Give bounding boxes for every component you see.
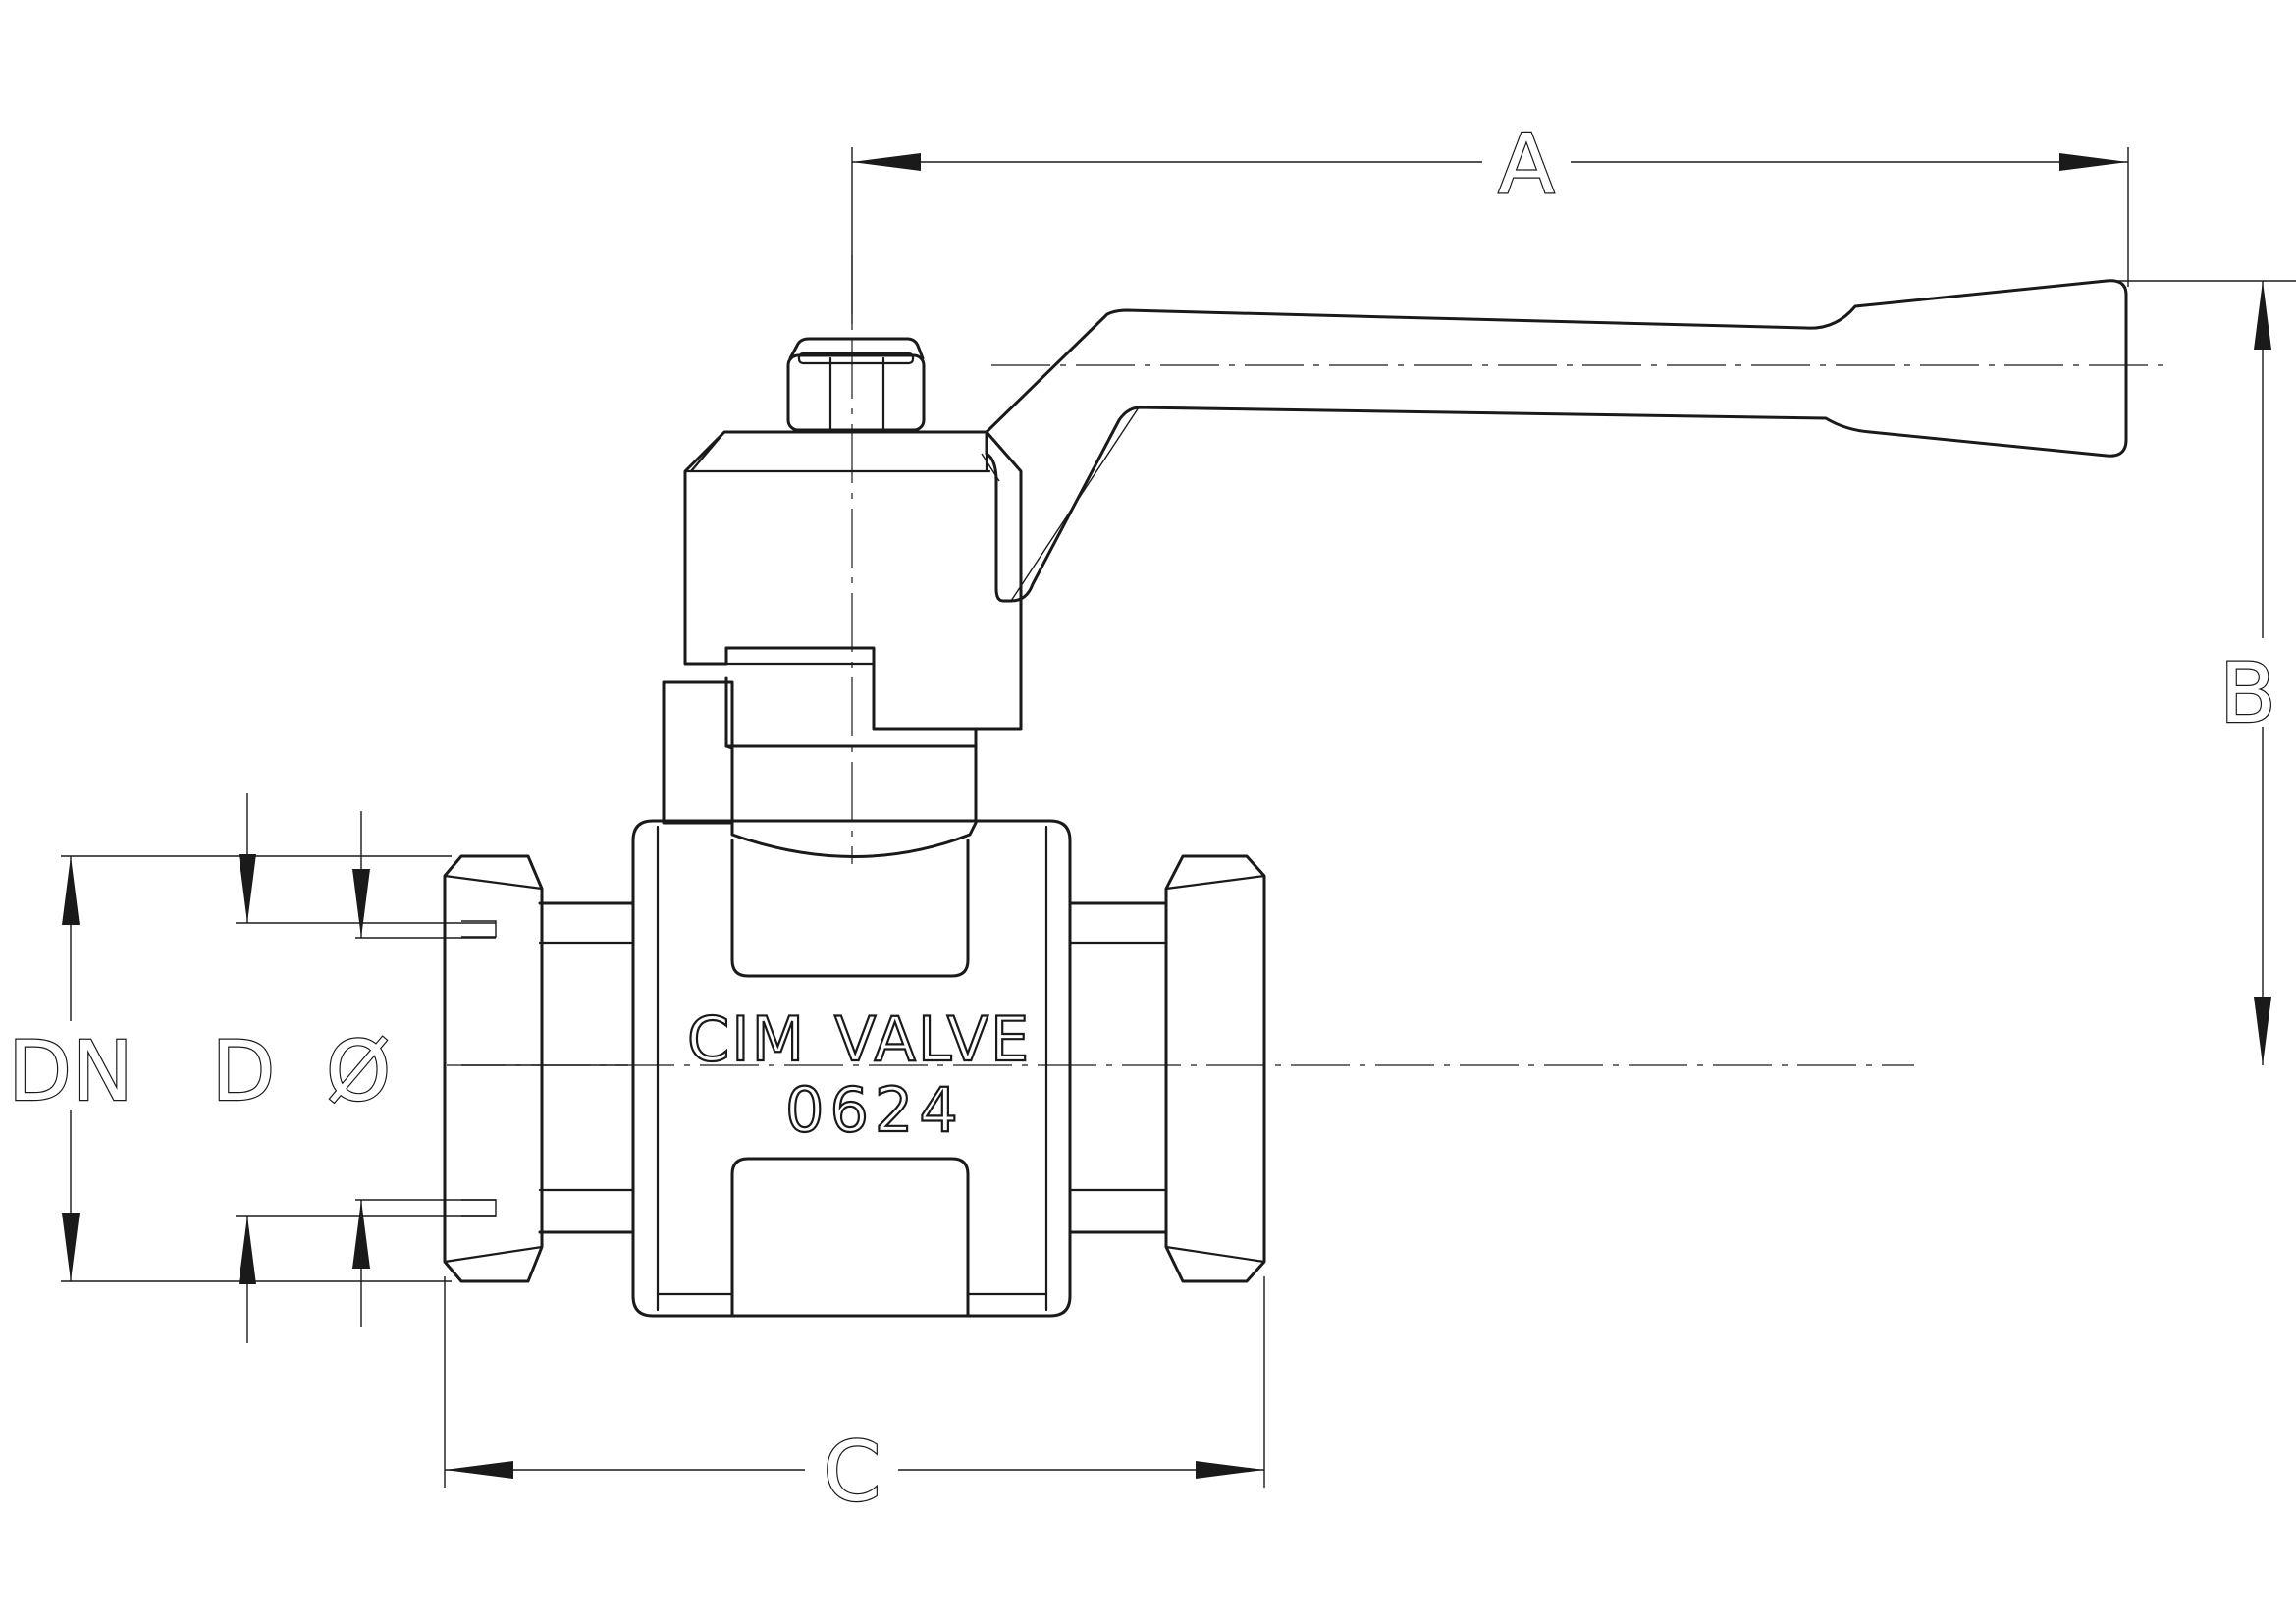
dimension-label-d: D — [212, 1023, 276, 1119]
dimension-label-phi: Ø — [326, 1023, 391, 1119]
lever-handle — [981, 279, 2128, 603]
brand-suffix: VALVE — [834, 1003, 1031, 1075]
dimension-d: D — [210, 793, 496, 1343]
dimension-label-a: A — [1498, 116, 1554, 212]
dimension-b: B — [2110, 280, 2296, 1065]
dimension-a: A — [851, 115, 2129, 324]
body-marking: CIM VALVE 0624 — [686, 1002, 1031, 1147]
stem-nut — [786, 337, 926, 432]
dimension-label-b: B — [2219, 645, 2276, 741]
left-end-connection — [443, 854, 635, 1283]
dimension-label-dn: DN — [8, 1023, 133, 1119]
body-code: 0624 — [785, 1074, 964, 1146]
lever-hub — [683, 430, 1023, 731]
valve-neck — [662, 676, 978, 858]
brand-prefix: CIM — [687, 1003, 806, 1075]
center-lines — [447, 255, 2169, 1066]
dimension-dn: DN — [7, 855, 452, 1282]
dimension-phi: Ø — [325, 811, 496, 1327]
valve-body — [631, 819, 1072, 1318]
right-end-connection — [1068, 854, 1266, 1283]
dimension-label-c: C — [824, 1424, 881, 1520]
dimension-c: C — [444, 1276, 1265, 1521]
